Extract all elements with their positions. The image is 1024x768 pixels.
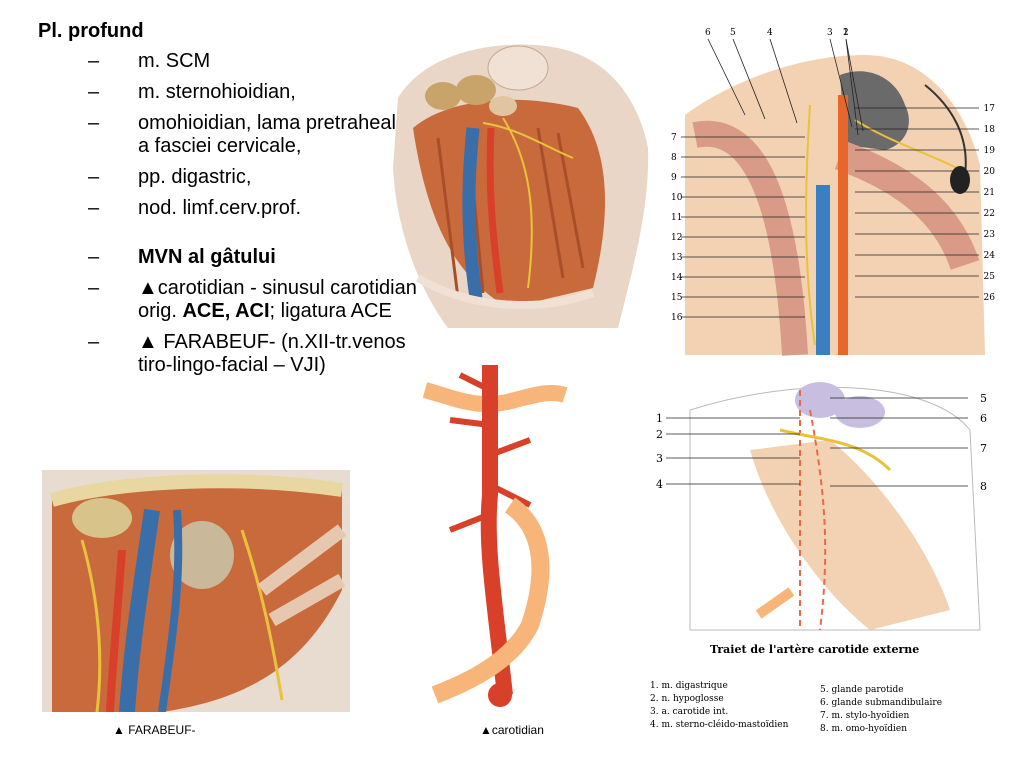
dash: –: [88, 277, 100, 299]
diagram-number-label: 18: [984, 125, 996, 135]
legend-entry: 7. m. stylo-hyoïdien: [820, 711, 910, 721]
diagram-number-label: 9: [671, 173, 677, 183]
diagram-number-label: 26: [984, 293, 996, 303]
diagram-number-label: 8: [980, 480, 987, 493]
list-item: –nod. limf.cerv.prof.: [88, 197, 302, 219]
diagram-number-label: 19: [984, 146, 996, 156]
dash: –: [88, 112, 100, 134]
bullet-text-block: Pl. profund –m. SCM –m. sternohioidian, …: [38, 20, 418, 385]
diagram-number-label: 22: [984, 209, 995, 219]
diagram-number-label: 7: [671, 133, 677, 143]
leader-line: [732, 38, 766, 120]
caption-carotid: ▲carotidian: [480, 723, 544, 737]
dash: –: [88, 50, 100, 72]
diagram-number-label: 2: [843, 28, 849, 38]
diagram-number-label: 3: [656, 452, 663, 465]
list-item: –m. sternohioidian,: [88, 81, 296, 103]
dash: –: [88, 81, 100, 103]
leader-line: [707, 38, 746, 116]
diagram-number-label: 20: [984, 167, 996, 177]
list-item: –pp. digastric,: [88, 166, 252, 188]
diagram-number-label: 13: [671, 253, 683, 263]
diagram-number-label: 24: [984, 251, 996, 261]
list-item: –m. SCM: [88, 50, 211, 72]
diagram-number-label: 17: [984, 104, 996, 114]
diagram-number-label: 12: [671, 233, 682, 243]
diagram-number-label: 23: [984, 230, 996, 240]
diagram-number-label: 1: [843, 28, 849, 38]
carotid-artery-illustration: [420, 365, 570, 717]
external-carotid-course-diagram: Traiet de l'artère carotide externe 1 2 3 4…: [650, 370, 1010, 745]
diagram-number-label: 16: [671, 313, 683, 323]
diagram-number-label: 2: [656, 428, 663, 441]
legend-entry: 8. m. omo-hyoïdien: [820, 724, 907, 734]
list-item: –omohioidian, lama pretraheală a fasciei…: [88, 112, 408, 157]
caption-farabeuf: ▲ FARABEUF-: [113, 723, 196, 737]
diagram-number-label: 8: [671, 153, 677, 163]
diagram-number-label: 3: [827, 28, 833, 38]
diagram-number-label: 5: [980, 392, 987, 405]
diagram-number-label: 5: [730, 28, 736, 38]
legend-entry: 6. glande submandibulaire: [820, 698, 942, 708]
diagram-number-label: 7: [980, 442, 987, 455]
list-item: – MVN al gâtului: [38, 246, 418, 269]
leader-line: [829, 38, 853, 128]
leader-line: [769, 38, 798, 124]
neck-dissection-illustration: [388, 38, 656, 330]
diagram-number-label: 6: [980, 412, 987, 425]
legend-entry: 5. glande parotide: [820, 685, 904, 695]
diagram-bottom-title: Traiet de l'artère carotide externe: [710, 643, 919, 656]
legend-entry: 3. a. carotide int.: [650, 707, 728, 717]
dash: –: [88, 197, 100, 219]
diagram-number-label: 4: [767, 28, 773, 38]
diagram-number-label: 6: [705, 28, 711, 38]
dash: –: [88, 246, 100, 268]
list-item: –▲carotidian - sinusul carotidian orig. …: [88, 277, 417, 322]
diagram-number-label: 14: [671, 273, 683, 283]
diagram-number-label: 1: [656, 412, 663, 425]
diagram-number-label: 25: [984, 272, 996, 282]
legend-entry: 4. m. sterno-cléido-mastoïdien: [650, 719, 789, 730]
dash: –: [88, 331, 100, 353]
leader-line: [845, 38, 859, 136]
farabeuf-triangle-illustration: [42, 470, 350, 712]
slide-title: Pl. profund: [38, 20, 144, 42]
mvn-heading: MVN al gâtului: [138, 246, 276, 268]
diagram-number-label: 11: [671, 213, 682, 223]
diagram-number-label: 4: [656, 478, 663, 491]
diagram-number-label: 21: [984, 188, 995, 198]
leader-line: [845, 38, 864, 132]
dash: –: [88, 166, 100, 188]
legend-entry: 1. m. digastrique: [650, 681, 728, 691]
list-item: –▲ FARABEUF- (n.XII-tr.venos tiro-lingo-…: [88, 331, 406, 376]
diagram-number-label: 10: [671, 193, 683, 203]
diagram-number-label: 15: [671, 293, 683, 303]
legend-entry: 2. n. hypoglosse: [650, 694, 724, 704]
